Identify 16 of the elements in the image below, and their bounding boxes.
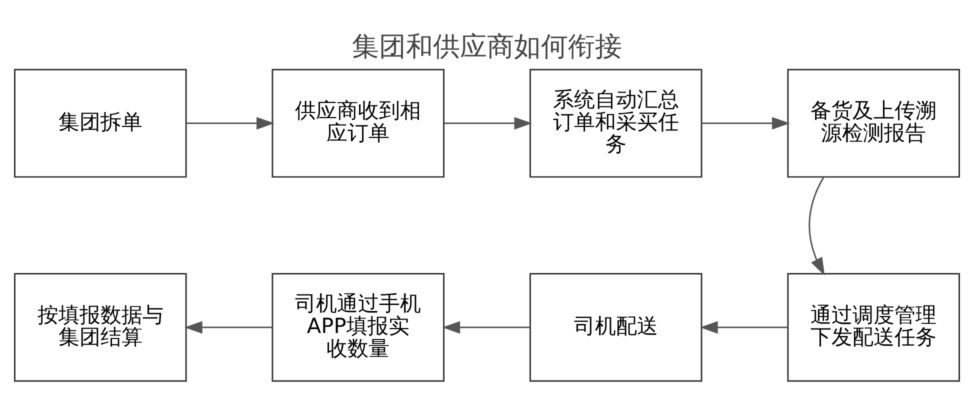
node-box: 备货及上传溯源检测报告 xyxy=(787,68,960,178)
node-box: 供应商收到相应订单 xyxy=(272,68,445,178)
arrow xyxy=(184,320,272,334)
node-box: 通过调度管理下发配送任务 xyxy=(787,272,960,382)
diagram-title: 集团和供应商如何衔接 xyxy=(352,30,622,62)
node-box: 司机通过手机APP填报实收数量 xyxy=(272,272,445,382)
arrow xyxy=(700,320,788,334)
arrow xyxy=(444,116,532,130)
node-box: 集团拆单 xyxy=(14,68,187,178)
node-box: 按填报数据与集团结算 xyxy=(14,272,187,382)
node-box: 系统自动汇总订单和采买任务 xyxy=(529,68,702,178)
arrow xyxy=(186,116,274,130)
node-box: 司机配送 xyxy=(529,272,702,382)
arrow xyxy=(808,176,825,276)
arrow xyxy=(702,116,790,130)
arrow xyxy=(442,320,530,334)
